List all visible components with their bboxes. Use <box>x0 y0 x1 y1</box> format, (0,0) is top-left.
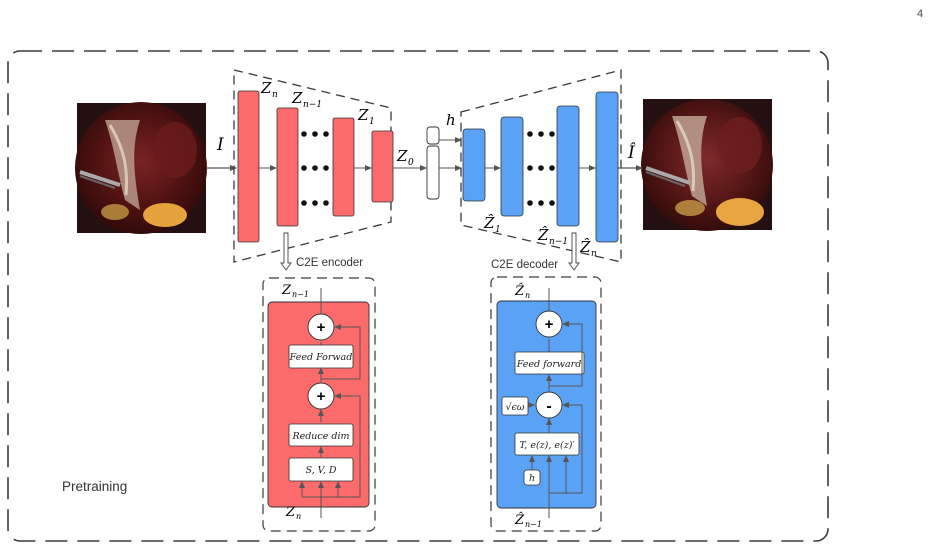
decoder-layer-zn <box>595 91 619 243</box>
decoder-ellipsis <box>527 131 555 206</box>
dec-feed-forward: Feed forward <box>516 359 582 370</box>
dec-zn1-label: Ẑ <box>537 226 549 244</box>
decoder-block-frame <box>490 276 602 532</box>
dec-zn1-sub: n−1 <box>549 237 568 247</box>
dec-block-bottom-sub: n−1 <box>525 520 542 529</box>
output-image <box>641 99 773 231</box>
enc-block-bottom-sub: n <box>296 512 301 521</box>
encoder-detail-arrow <box>280 232 292 271</box>
dec-plus-top-text: + <box>545 316 554 333</box>
enc-zn-sub: n <box>272 90 278 100</box>
input-label: I <box>216 135 224 155</box>
decoder-layer-z2 <box>500 116 524 217</box>
enc-zn1-label: Z <box>291 89 303 107</box>
enc-plus-top-text: + <box>317 319 326 336</box>
page-number: 4 <box>917 8 924 20</box>
dec-zn-label: Ẑ <box>579 238 591 256</box>
dec-t-term: T, e(z), e(z)′ <box>519 440 575 451</box>
encoder-layer-zn <box>237 90 260 243</box>
enc-zn1-sub: n−1 <box>303 100 322 110</box>
latent-z0-box <box>426 145 440 200</box>
enc-z1-sub: 1 <box>369 117 375 127</box>
pretraining-frame <box>7 50 829 542</box>
latent-h-box <box>426 126 440 145</box>
h-label: h <box>446 111 456 129</box>
decoder-caption: C2E decoder <box>491 259 558 271</box>
input-image <box>75 102 207 234</box>
encoder-ellipsis <box>301 131 329 206</box>
decoder-layer-zn1 <box>556 105 580 227</box>
dec-sqrt-term: √ϵω <box>505 402 524 413</box>
encoder-layer-zn1 <box>276 107 299 227</box>
z0-sub: 0 <box>408 158 414 168</box>
enc-zn-label: Z <box>260 79 272 97</box>
decoder-frame <box>460 69 622 263</box>
enc-plus-mid-text: + <box>317 388 326 405</box>
encoder-block-frame <box>262 277 376 532</box>
enc-block-top-label: Z <box>281 283 292 298</box>
encoder-layer-z2 <box>332 117 355 217</box>
dec-minus-text: - <box>546 398 551 415</box>
dec-block-top-label: Ẑ <box>514 283 525 299</box>
dec-zn-sub: n <box>591 249 597 259</box>
decoder-detail-arrow <box>568 232 580 271</box>
dec-z1-sub: 1 <box>495 225 501 235</box>
dec-block-top-sub: n <box>525 291 530 300</box>
output-label: Î <box>627 142 636 163</box>
enc-z1-label: Z <box>357 106 369 124</box>
dec-h-term: h <box>529 473 535 484</box>
pretraining-label: Pretraining <box>62 479 127 494</box>
encoder-caption: C2E encoder <box>296 257 363 269</box>
enc-svd: S, V, D <box>305 465 336 476</box>
encoder-layer-z1 <box>371 130 394 203</box>
enc-block-top-sub: n−1 <box>292 290 309 299</box>
enc-block-bottom-label: Z <box>285 505 296 520</box>
decoder-layer-z1 <box>462 128 486 202</box>
encoder-frame <box>233 69 392 263</box>
enc-reduce-dim: Reduce dim <box>291 431 349 442</box>
dec-z1-label: Ẑ <box>483 214 495 232</box>
dec-block-bottom-label: Ẑ <box>514 512 525 528</box>
enc-feed-forward: Feed Forwad <box>289 352 353 363</box>
z0-label: Z <box>396 147 408 165</box>
